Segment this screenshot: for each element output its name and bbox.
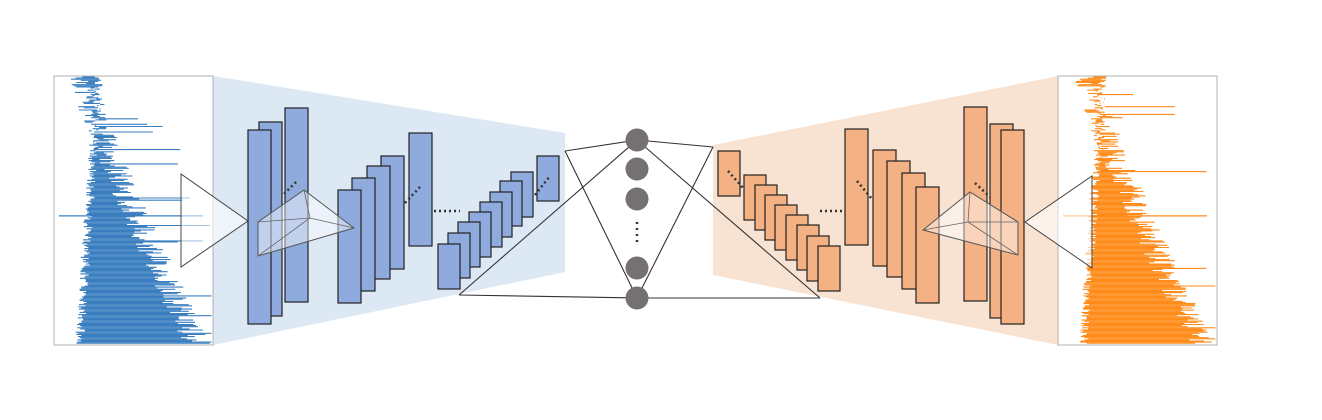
decoder-group-3 — [963, 106, 1025, 325]
decoder-block — [915, 186, 940, 304]
input-signal-plot — [53, 75, 214, 346]
input-kernel-cone — [180, 173, 249, 268]
encoder-block — [284, 107, 309, 303]
latent-layer — [625, 128, 649, 310]
encoder-group-2 — [337, 132, 433, 304]
latent-node — [625, 286, 649, 310]
latent-node — [625, 157, 649, 181]
decoder-block — [1000, 129, 1025, 325]
decoder-group-1 — [717, 150, 841, 292]
latent-node — [625, 128, 649, 152]
decoder-block — [844, 128, 869, 246]
decoder-group-2 — [844, 128, 940, 304]
encoder-block — [437, 243, 461, 290]
decoder-kernel-pyramid — [921, 191, 1019, 256]
output-kernel-cone — [1024, 175, 1093, 269]
ellipsis-dots — [856, 180, 873, 200]
input-signal-trace — [59, 76, 212, 344]
ellipsis-dots — [974, 182, 991, 198]
latent-to-decoder-connections — [636, 139, 821, 299]
encoder-group-1 — [247, 107, 309, 325]
latent-node — [625, 187, 649, 211]
ellipsis-dots — [534, 175, 551, 196]
encoder-block — [247, 129, 272, 325]
ellipsis-dots — [404, 186, 421, 204]
encoder-to-latent-connections — [458, 139, 638, 299]
encoder-group-3 — [437, 155, 560, 290]
ellipsis-dots — [727, 170, 745, 190]
latent-node — [625, 256, 649, 280]
encoder-kernel-pyramid — [257, 189, 356, 257]
decoder-block — [717, 150, 741, 197]
encoder-block — [337, 189, 362, 304]
output-signal-trace — [1063, 76, 1216, 344]
encoder-block — [408, 132, 433, 247]
decoder-block — [963, 106, 988, 302]
decoder-block — [817, 245, 841, 292]
ellipsis-dots — [283, 179, 299, 195]
